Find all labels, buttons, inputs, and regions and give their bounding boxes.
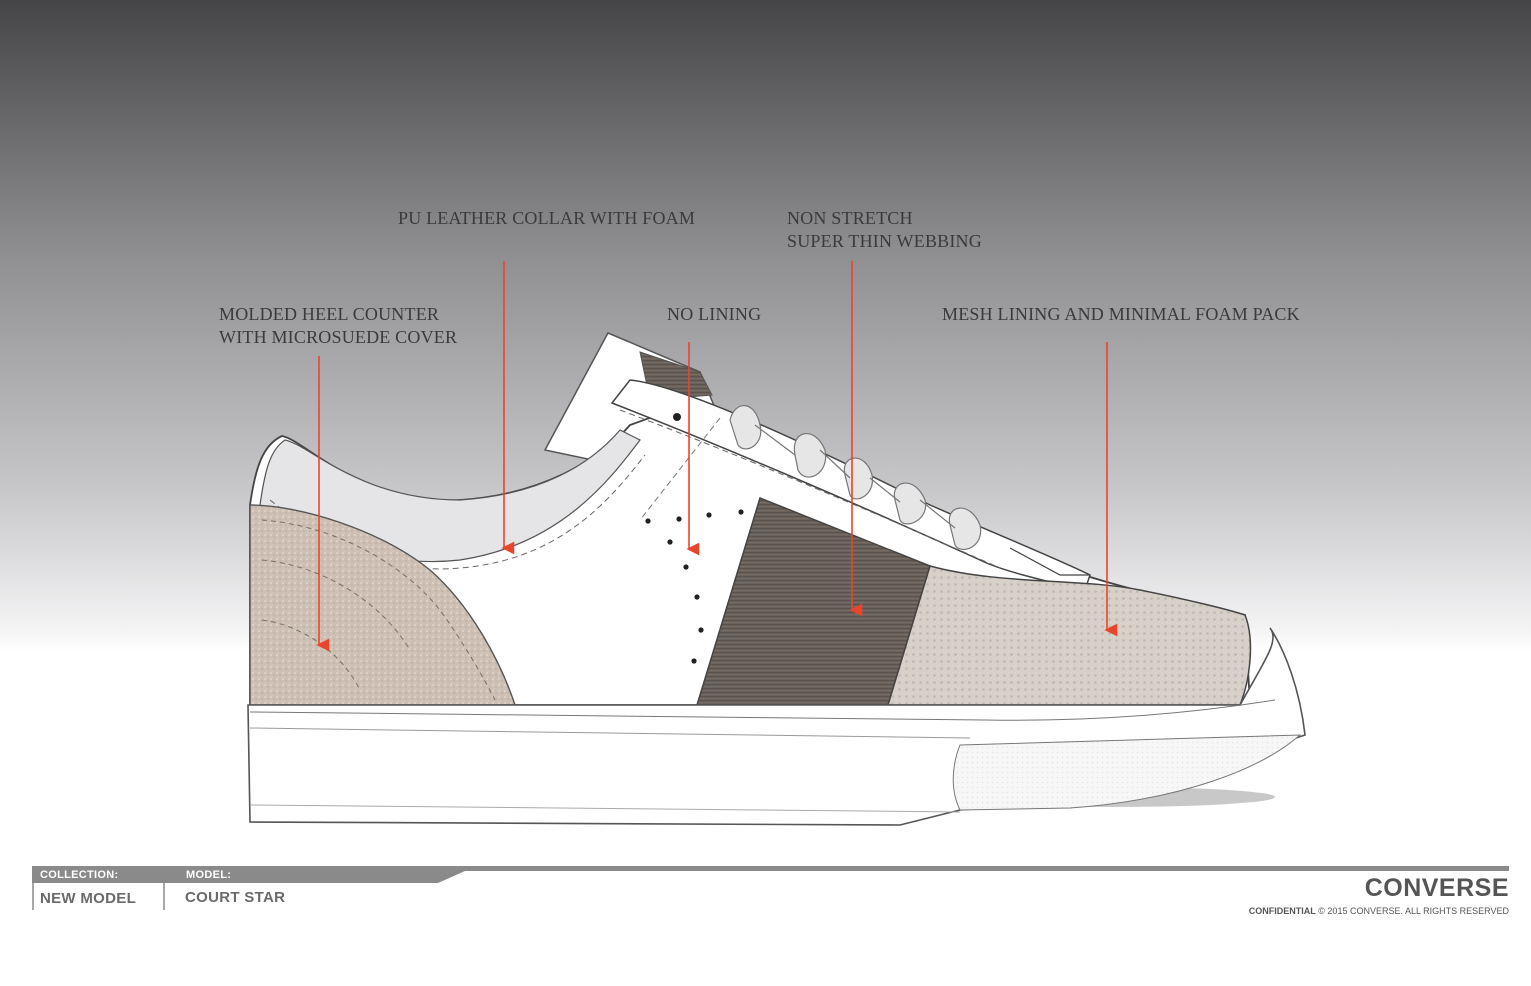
callout-lining: NO LINING: [667, 303, 761, 326]
callout-lining-line1: NO LINING: [667, 304, 762, 324]
eyelets: [673, 413, 681, 421]
callout-mesh-line1: MESH LINING AND MINIMAL FOAM PACK: [942, 304, 1300, 324]
callout-collar: PU LEATHER COLLAR WITH FOAM: [398, 207, 695, 230]
brand-logo: CONVERSE: [1364, 874, 1509, 902]
sole-texture: [952, 734, 1302, 811]
callout-mesh: MESH LINING AND MINIMAL FOAM PACK: [942, 303, 1300, 326]
callout-heel-line2: WITH MICROSUEDE COVER: [219, 327, 458, 347]
callout-webbing-line1: NON STRETCH: [787, 208, 913, 228]
perforations: [645, 509, 744, 664]
copyright-notice: CONFIDENTIAL © 2015 CONVERSE. ALL RIGHTS…: [1249, 906, 1509, 916]
collection-value: NEW MODEL: [40, 890, 137, 907]
callout-heel-counter: MOLDED HEEL COUNTER WITH MICROSUEDE COVE…: [219, 303, 457, 349]
heel-counter: [249, 504, 516, 706]
callout-collar-line1: PU LEATHER COLLAR WITH FOAM: [398, 208, 696, 228]
model-value: COURT STAR: [185, 889, 286, 906]
callout-webbing: NON STRETCH SUPER THIN WEBBING: [787, 207, 982, 253]
confidential-text: CONFIDENTIAL: [1248, 906, 1316, 916]
footer-bar: [32, 866, 1509, 910]
foxing-band: [249, 699, 1276, 721]
callout-arrows: [316, 261, 1118, 652]
collection-label: COLLECTION:: [40, 869, 119, 881]
callout-heel-line1: MOLDED HEEL COUNTER: [219, 304, 440, 324]
callout-webbing-line2: SUPER THIN WEBBING: [787, 231, 982, 251]
mesh-toe: [886, 565, 1252, 706]
copyright-text: © 2015 CONVERSE. ALL RIGHTS RESERVED: [1318, 906, 1509, 916]
model-label: MODEL:: [186, 869, 232, 881]
